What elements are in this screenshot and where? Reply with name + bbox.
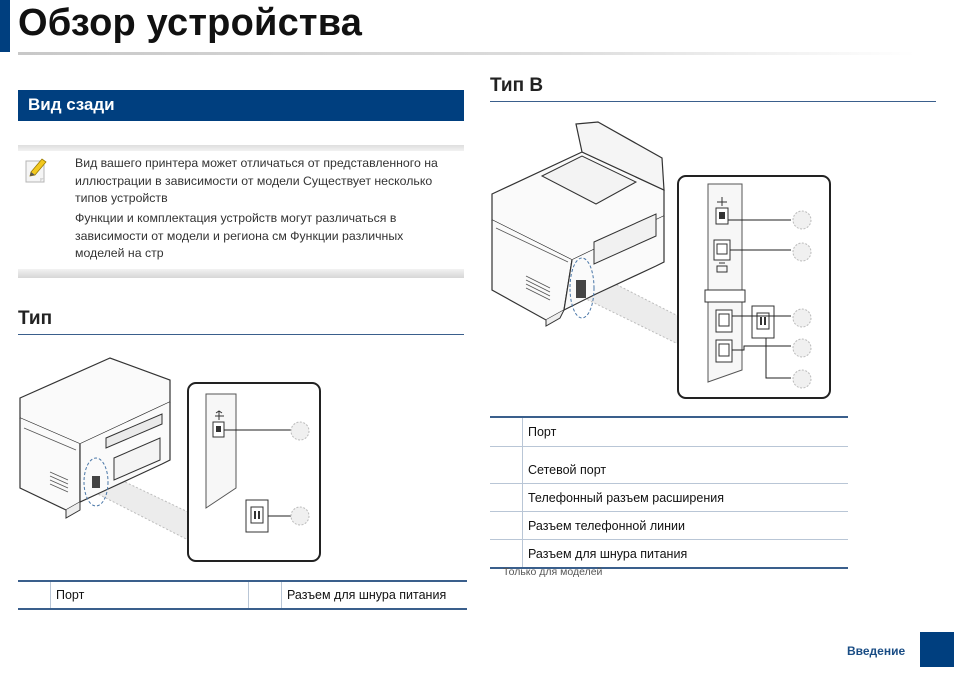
- usb-icon: [715, 197, 729, 225]
- power-socket-icon: [245, 499, 269, 533]
- legend-label: Сетевой порт: [522, 446, 848, 484]
- header-accent-bar: [0, 0, 10, 52]
- table-row: Телефонный разъем расширения: [490, 483, 848, 512]
- network-icon: [713, 239, 731, 273]
- footer-section-label[interactable]: Введение: [847, 644, 906, 658]
- type-a-rule: [18, 334, 464, 335]
- note-pencil-icon: [25, 158, 47, 183]
- legend-label: Разъем телефонной линии: [522, 511, 848, 540]
- title-divider: [18, 52, 916, 55]
- legend-number: [490, 539, 523, 569]
- type-b-rule: [490, 101, 936, 102]
- table-row: Сетевой порт: [490, 446, 848, 484]
- table-row: Разъем для шнура питания: [490, 539, 848, 569]
- phone-icon: [715, 309, 733, 363]
- note-box-bottom-edge: [18, 269, 464, 278]
- section-title: Вид сзади: [28, 95, 115, 114]
- legend-number: [490, 446, 523, 484]
- table-row: Порт: [490, 416, 848, 447]
- note-box-top-edge: [18, 145, 464, 151]
- type-a-title: Тип: [18, 308, 53, 329]
- printer-type-a-illustration: [19, 357, 321, 562]
- type-b-footnote: Только для моделей: [503, 566, 603, 578]
- page-number-box: [920, 632, 954, 667]
- table-row: Порт Разъем для шнура питания: [18, 580, 467, 610]
- legend-number: [490, 511, 523, 540]
- legend-label: Порт: [522, 416, 848, 447]
- note-paragraph-1: Вид вашего принтера может отличаться от …: [75, 156, 438, 205]
- legend-number: [18, 580, 51, 610]
- legend-label: Порт: [50, 580, 249, 610]
- table-row: Разъем телефонной линии: [490, 511, 848, 540]
- legend-number: [490, 483, 523, 512]
- legend-number: [490, 416, 523, 447]
- type-b-title: Тип B: [490, 75, 544, 96]
- page-title: Обзор устройства: [18, 2, 363, 44]
- note-box: [18, 145, 464, 278]
- legend-number: [248, 580, 282, 610]
- legend-label: Разъем для шнура питания: [522, 539, 848, 569]
- power-socket-icon: [751, 305, 775, 339]
- section-header: Вид сзади: [18, 90, 464, 121]
- legend-label: Разъем для шнура питания: [281, 580, 467, 610]
- note-paragraph-2: Функции и комплектация устройств могут р…: [75, 211, 404, 260]
- printer-type-b-illustration: [491, 121, 831, 399]
- type-b-legend-table: Порт Сетевой порт Телефонный разъем расш…: [490, 416, 848, 569]
- type-a-legend-table: Порт Разъем для шнура питания: [18, 580, 467, 610]
- legend-label: Телефонный разъем расширения: [522, 483, 848, 512]
